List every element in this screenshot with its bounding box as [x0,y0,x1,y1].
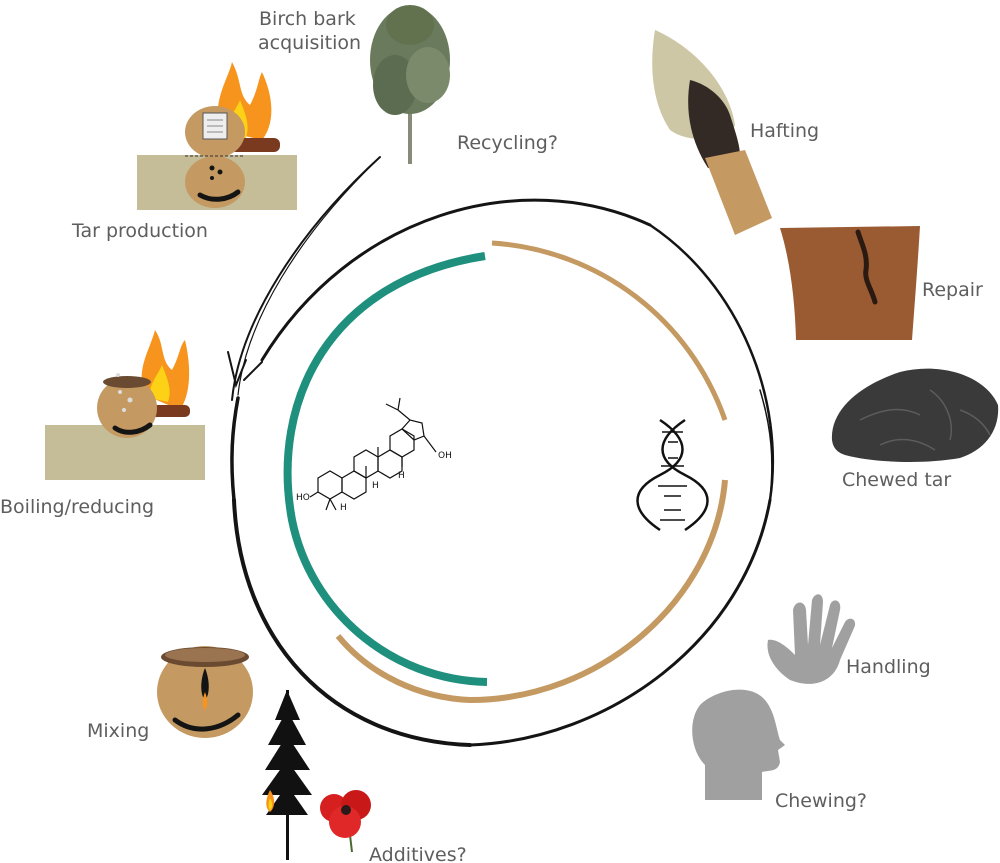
label-handling: Handling [846,656,931,678]
dna-arc [335,240,728,704]
hydrogen-label-2: H [372,481,379,491]
chemistry-arc [283,252,488,686]
label-chewed-tar: Chewed tar [842,469,952,491]
chewed-tar-icon [831,368,999,462]
label-hafting: Hafting [750,120,820,142]
head-icon [692,689,785,800]
label-recycling: Recycling? [457,132,558,154]
label-tar-production: Tar production [72,220,208,242]
poppy-icon [320,790,371,853]
cycle-arrow [227,156,775,747]
stone-tool-icon [652,30,772,235]
label-boiling-reducing: Boiling/reducing [0,496,155,518]
hand-icon [767,594,856,684]
dna-icon [636,418,709,532]
hydroxyl-right: OH [438,451,452,461]
boiling-pot-icon [45,330,205,480]
label-birch-bark-acquisition-1: Birch bark [259,8,356,30]
tar-production-icon [137,62,297,210]
label-mixing: Mixing [87,720,150,742]
triterpene-molecule-icon [309,397,437,511]
birch-tree-icon [370,5,450,164]
pottery-sherd-icon [780,226,920,340]
hydrogen-label-3: H [398,471,405,481]
label-additives: Additives? [369,844,467,863]
label-repair: Repair [922,279,983,301]
pine-tree-icon [262,690,312,860]
label-birch-bark-acquisition-2: acquisition [258,32,362,54]
hydroxyl-left: HO [296,493,310,503]
hydrogen-label-1: H [340,503,347,513]
label-chewing: Chewing? [775,790,868,812]
mixing-pot-icon [157,646,253,738]
